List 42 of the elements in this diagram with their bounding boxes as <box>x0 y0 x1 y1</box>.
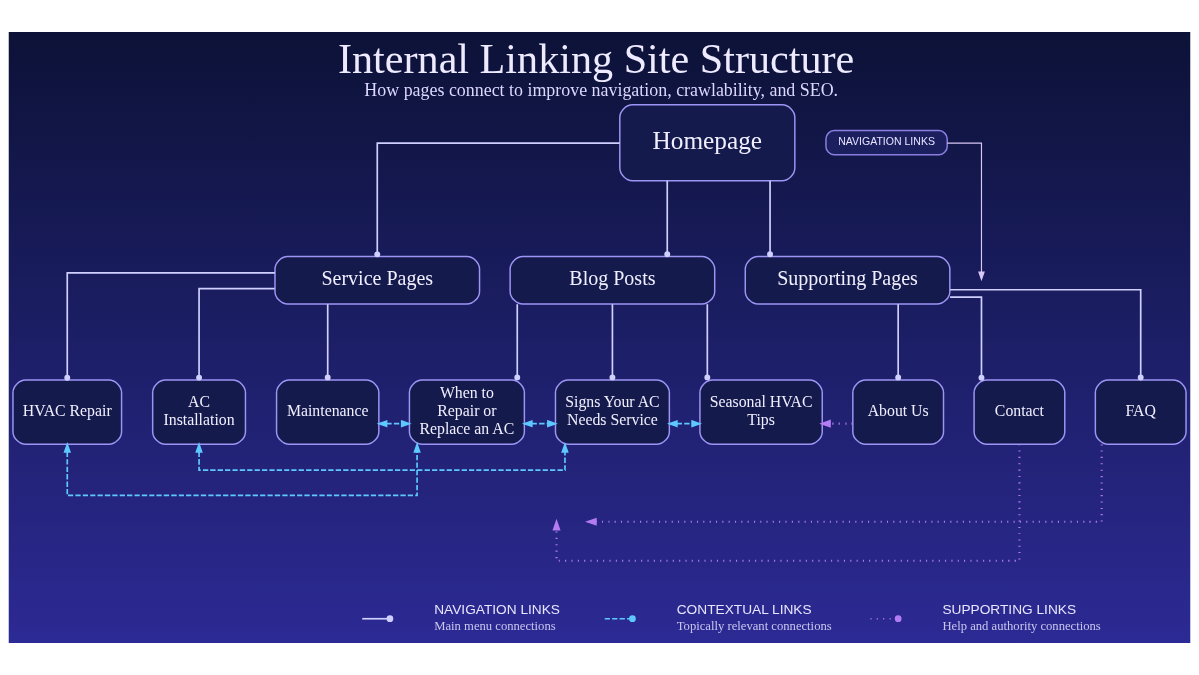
connector <box>895 303 902 381</box>
arrow <box>946 142 985 282</box>
connector <box>324 303 331 381</box>
node-box: FAQ <box>1094 379 1187 446</box>
node-box: Maintenance <box>275 379 380 446</box>
diagram-title: Internal Linking Site Structure <box>337 35 855 83</box>
node-box: HVAC Repair <box>12 379 123 446</box>
connector <box>609 303 616 381</box>
connector <box>949 288 1144 381</box>
node-box: Signs Your AC Needs Service <box>554 379 671 446</box>
label: Topically relevant connections <box>676 619 832 634</box>
arrow <box>195 441 569 471</box>
arrow <box>585 444 1103 526</box>
connector <box>949 296 985 381</box>
arrow <box>552 444 1021 562</box>
legend-label: CONTEXTUAL LINKS <box>676 602 812 618</box>
node-box: Blog Posts <box>509 255 716 305</box>
node-box: AC Installation <box>151 379 247 446</box>
arrow <box>376 419 412 428</box>
arrow <box>63 442 421 497</box>
legend-label: NAVIGATION LINKS <box>434 602 560 618</box>
connector <box>664 179 671 258</box>
node-box: Supporting Pages <box>744 255 951 305</box>
arrow <box>819 419 853 428</box>
node-box: Contact <box>973 379 1066 446</box>
arrow <box>521 419 558 428</box>
connector <box>64 272 276 381</box>
connector <box>767 179 773 258</box>
connector <box>514 303 521 381</box>
connector <box>374 142 621 258</box>
arrow <box>666 419 703 428</box>
node-box: NAVIGATION LINKS <box>825 129 948 156</box>
label: Main menu connections <box>434 619 556 634</box>
node-box: About Us <box>852 379 945 446</box>
connector <box>704 303 711 381</box>
node-box: Service Pages <box>274 255 481 305</box>
connector <box>196 287 276 381</box>
node-box: Seasonal HVAC Tips <box>699 379 823 446</box>
node-box: Homepage <box>619 104 796 182</box>
label: Help and authority connections <box>942 619 1101 634</box>
legend-label: SUPPORTING LINKS <box>942 602 1077 618</box>
node-box: When to Repair or Replace an AC <box>408 379 526 446</box>
